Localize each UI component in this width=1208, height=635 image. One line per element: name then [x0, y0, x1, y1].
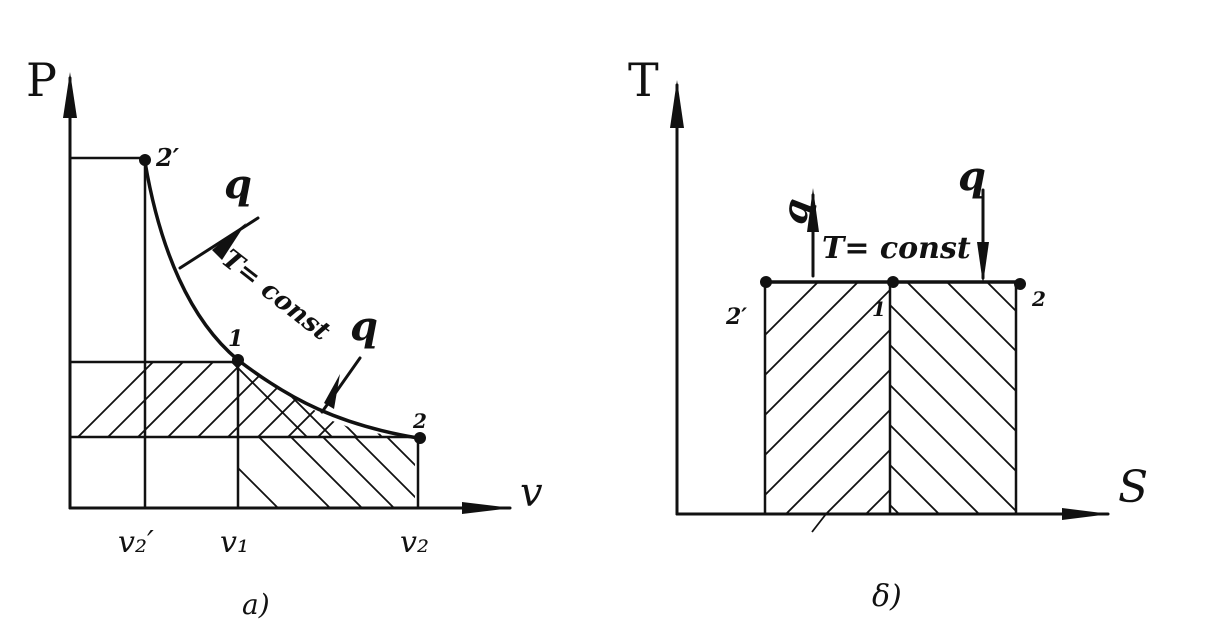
- point-2prime-marker: [139, 154, 151, 166]
- s-axis-arrow-icon: [1062, 508, 1110, 520]
- pv-diagram: P v 2′ 1 2 q q T= const v₂′ v₁ v₂ a): [26, 53, 543, 621]
- heat-label-bottom: q: [350, 303, 378, 350]
- heat-in-arrow-icon: [324, 374, 340, 409]
- point-2prime-label: 2′: [155, 143, 180, 172]
- ts-point-1-label: 1: [872, 297, 886, 321]
- heat-out-arrow-shaft: [178, 216, 260, 270]
- ts-diagram: T S 2′ 1 2 q q T= const δ): [628, 53, 1148, 614]
- hatch-region-right: [890, 282, 1016, 514]
- ts-point-2-marker: [1014, 278, 1026, 290]
- s-axis-label: S: [1118, 462, 1148, 513]
- ts-point-2prime-marker: [760, 276, 772, 288]
- point-2-marker: [414, 432, 426, 444]
- ts-heat-label-right: q: [958, 153, 986, 200]
- ts-heat-in-arrow-icon: [977, 242, 989, 284]
- point-1-label: 1: [228, 326, 243, 352]
- ts-heat-out-arrow-icon: [807, 188, 819, 232]
- tick-label-v2prime: v₂′: [118, 525, 154, 560]
- caption-a: a): [242, 588, 270, 621]
- ts-isotherm-label: T= const: [822, 231, 971, 266]
- p-axis-label: P: [26, 53, 57, 107]
- heat-label-top: q: [224, 161, 252, 208]
- point-1-marker: [232, 354, 244, 366]
- caption-b: δ): [872, 579, 902, 614]
- v-axis-label: v: [520, 470, 543, 516]
- heat-out-arrow-icon: [212, 223, 246, 260]
- p-axis-arrow-icon: [63, 72, 77, 118]
- t-axis-label: T: [628, 53, 659, 107]
- ts-point-2prime-label: 2′: [725, 304, 747, 330]
- v-axis-arrow-icon: [462, 502, 512, 514]
- ts-point-2-label: 2: [1031, 287, 1046, 311]
- tick-label-v2: v₂: [400, 525, 429, 560]
- hatch-overshoot: [811, 513, 827, 533]
- hatch-region-upper: [70, 362, 401, 437]
- ts-point-1-marker: [887, 276, 899, 288]
- t-axis-arrow-icon: [670, 80, 684, 128]
- tick-label-v1: v₁: [220, 525, 249, 560]
- hatch-region-lower: [238, 437, 415, 508]
- point-2-label: 2: [412, 409, 427, 433]
